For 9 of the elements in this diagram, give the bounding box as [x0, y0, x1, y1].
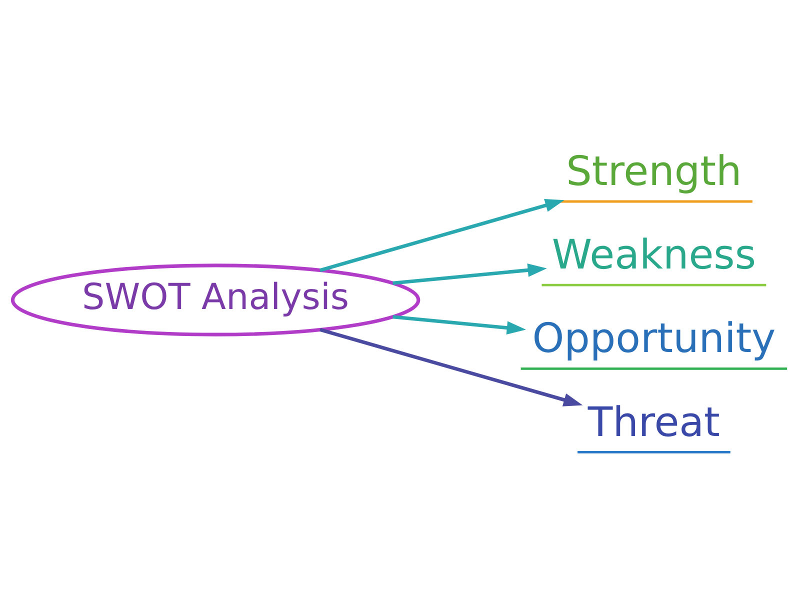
- arrow: [320, 198, 564, 272]
- node-text: Weakness: [552, 230, 756, 279]
- arrow: [392, 264, 547, 285]
- arrow: [392, 315, 526, 334]
- node-ellipse: SWOT Analysis: [10, 264, 420, 336]
- node-text: Threat: [588, 398, 720, 446]
- node-text: Opportunity: [532, 314, 776, 362]
- node-text: Strength: [566, 147, 742, 196]
- arrow: [320, 328, 583, 406]
